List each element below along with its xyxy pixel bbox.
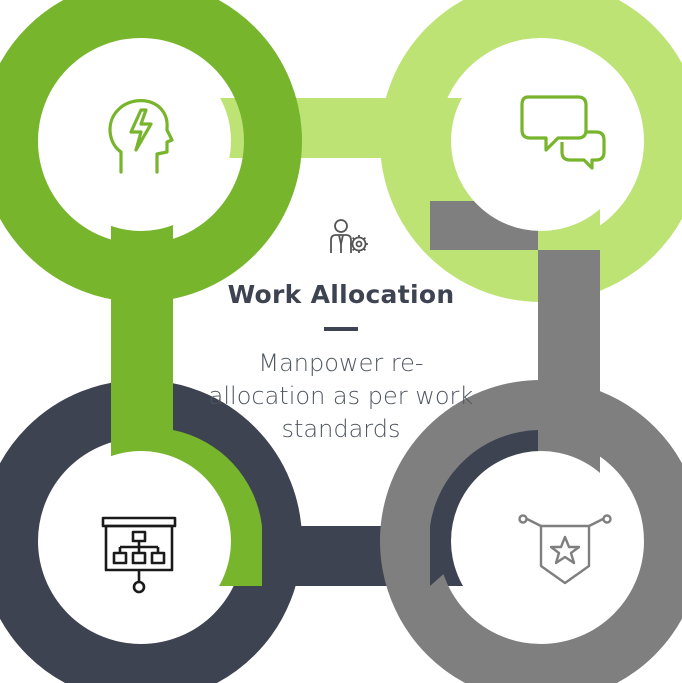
center-title: Work Allocation	[227, 280, 455, 309]
chat-bubbles-icon	[520, 95, 606, 170]
employee-gear-icon	[330, 219, 368, 253]
node-top-right[interactable]	[451, 51, 631, 231]
flow-top-left-to-bottom	[111, 260, 173, 430]
flow-right-segment	[538, 250, 600, 430]
brain-lightning-icon	[108, 99, 174, 174]
description-line: allocation as per work	[208, 382, 474, 410]
presentation-flowchart-icon	[101, 516, 177, 594]
description-line: standards	[281, 415, 401, 443]
title-divider	[324, 327, 358, 331]
star-banner-icon	[518, 514, 612, 585]
description-line: Manpower re-	[258, 349, 424, 377]
center-description: Manpower re- allocation as per work stan…	[191, 347, 491, 446]
